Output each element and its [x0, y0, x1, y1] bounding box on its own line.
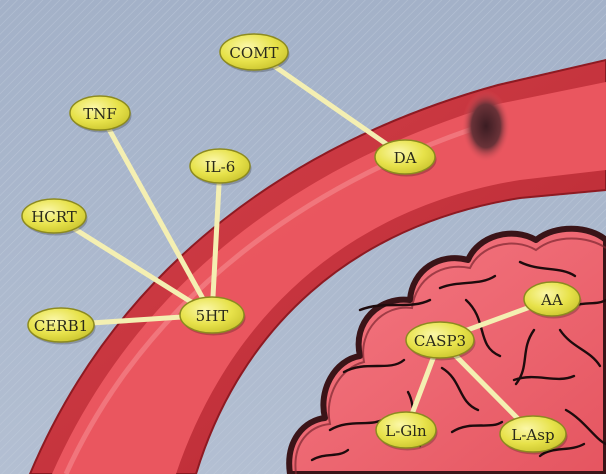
node-label: L-Asp	[511, 426, 554, 444]
node-label: COMT	[229, 44, 278, 62]
node-label: 5HT	[196, 307, 229, 325]
vessel-opening	[462, 90, 510, 162]
node-label: TNF	[83, 105, 117, 123]
node-label: AA	[540, 291, 563, 309]
node-label: HCRT	[31, 208, 77, 226]
node-label: L-Gln	[385, 422, 427, 440]
node-label: IL-6	[205, 158, 236, 176]
node-label: DA	[394, 149, 417, 167]
node-label: CASP3	[414, 332, 466, 350]
node-label: CERB1	[34, 317, 88, 335]
